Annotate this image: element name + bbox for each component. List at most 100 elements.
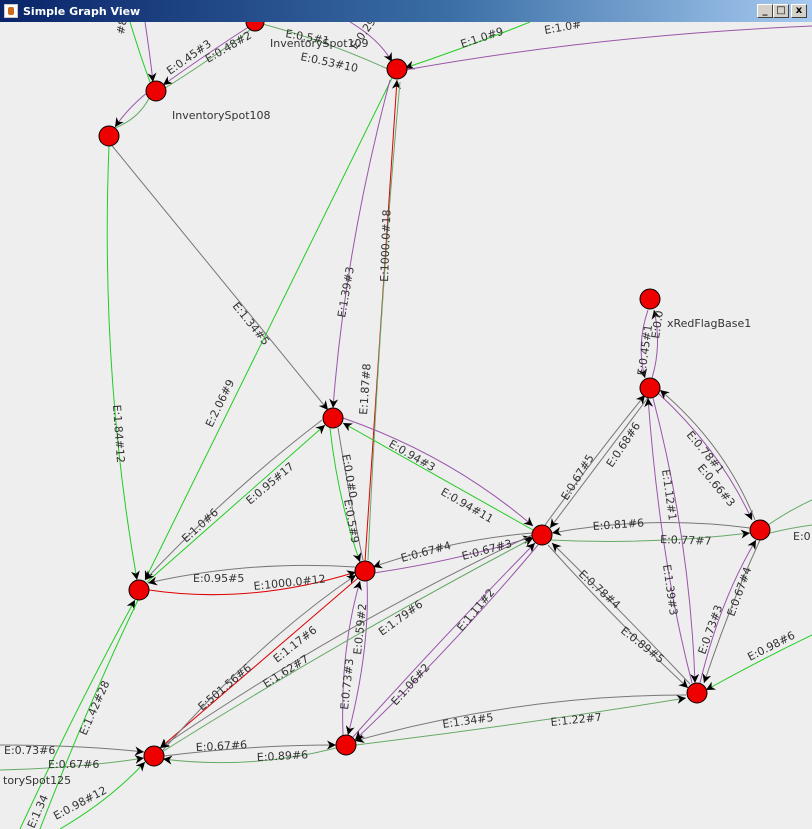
graph-node[interactable] <box>639 288 661 310</box>
graph-edge <box>108 141 329 411</box>
edge-label: E:0.0#0 <box>339 453 360 499</box>
node-label-red-flag-base: xRedFlagBase1 <box>667 317 751 330</box>
java-cup-icon <box>4 4 18 18</box>
graph-edge <box>161 537 534 753</box>
graph-node[interactable] <box>145 80 167 102</box>
graph-edge <box>0 754 145 771</box>
graph-edge <box>657 392 753 521</box>
edge-label: E:0.77#7 <box>660 533 712 548</box>
edge-label: E:0.89#5 <box>618 624 666 666</box>
graph-edge <box>106 144 140 581</box>
graph-edge <box>651 309 661 379</box>
graph-edge <box>159 577 359 749</box>
graph-node[interactable] <box>98 125 120 147</box>
graph-edge <box>372 532 533 569</box>
edge-label: E:0.67#6 <box>195 738 247 754</box>
graph-node[interactable] <box>531 524 553 546</box>
edge-label: E:1.87#8 <box>357 363 374 415</box>
edge-label: E:0.67#3 <box>460 537 513 563</box>
edge-label: E:0.94#11 <box>439 485 496 525</box>
edge-label: E:0.78#4 <box>576 568 623 612</box>
edge-label: E:0.67#6 <box>48 758 99 771</box>
edge-label: E:1.06#2 <box>389 661 433 708</box>
close-button[interactable]: x <box>791 4 807 18</box>
edge-label: #8 <box>114 22 130 36</box>
graph-node[interactable] <box>128 579 150 601</box>
graph-node[interactable] <box>686 682 708 704</box>
title-bar[interactable]: Simple Graph View _ □ x <box>0 0 812 22</box>
graph-edge <box>544 394 646 526</box>
graph-edge <box>162 574 357 751</box>
edge-label: E:1.12#1 <box>659 469 679 522</box>
graph-edge <box>345 580 368 736</box>
edge-label: E:1.0#9 <box>459 25 505 51</box>
maximize-button[interactable]: □ <box>773 4 789 18</box>
graph-node[interactable] <box>354 560 376 582</box>
graph-edge <box>162 25 251 86</box>
edge-label: E:1.0# <box>543 22 582 37</box>
edge-label: E:1000.0#12 <box>253 572 326 592</box>
node-label-inventory-109: InventorySpot109 <box>270 37 369 50</box>
graph-node[interactable] <box>749 519 771 541</box>
edge-label: E:1.84#12 <box>110 404 127 463</box>
edge-label: E:0.53#10 <box>299 50 359 75</box>
graph-edge <box>355 695 687 746</box>
edge-label: E:1.0#6 <box>179 506 221 545</box>
graph-node[interactable] <box>245 12 265 32</box>
edge-label: E:0.95#17 <box>244 460 297 507</box>
graph-edge <box>373 535 533 574</box>
graph-edge <box>0 744 145 756</box>
edge-label: E:0.5#9 <box>341 498 362 544</box>
graph-edge <box>144 77 393 581</box>
minimize-button[interactable]: _ <box>757 4 773 18</box>
node-label-inventory-108: InventorySpot108 <box>172 109 271 122</box>
graph-edge <box>329 79 391 409</box>
graph-edge <box>148 570 357 596</box>
graph-edge <box>144 419 323 581</box>
graph-edge <box>702 539 761 684</box>
graph-edge <box>352 542 536 738</box>
edge-label: E:0.0 <box>649 310 666 340</box>
graph-edge <box>404 21 531 70</box>
graph-edge <box>699 539 757 684</box>
graph-edge <box>549 529 751 542</box>
edge-label: E:1000.0#18 <box>378 209 394 282</box>
graph-node[interactable] <box>143 745 165 767</box>
graph-edge <box>549 394 651 529</box>
graph-edge <box>652 397 700 684</box>
graph-node[interactable] <box>322 407 344 429</box>
graph-edge <box>705 634 812 691</box>
edge-label: E:1.42#28 <box>77 679 113 738</box>
edge-label: E:0.89#6 <box>256 748 308 764</box>
graph-node[interactable] <box>639 377 661 399</box>
edge-label: E:0 <box>793 530 811 543</box>
edge-label: E:0.68#6 <box>604 420 644 470</box>
graph-edge <box>342 417 534 527</box>
edge-label: E:0.67#5 <box>559 452 597 502</box>
graph-node[interactable] <box>386 58 408 80</box>
edge-label: E:1.11#2 <box>454 586 497 634</box>
edge-label: E:0.73#6 <box>4 744 55 757</box>
graph-edge <box>19 599 136 829</box>
edge-label: E:0.73#3 <box>338 658 356 710</box>
graph-edge <box>767 499 812 526</box>
graph-svg[interactable]: InventorySpot109 InventorySpot108 xRedFl… <box>0 8 812 829</box>
graph-canvas[interactable]: InventorySpot109 InventorySpot108 xRedFl… <box>0 8 812 829</box>
edge-label: E:0.67#4 <box>399 539 452 565</box>
graph-edge <box>769 524 812 534</box>
graph-edge <box>114 91 149 128</box>
graph-node[interactable] <box>335 734 357 756</box>
graph-edge <box>39 599 139 829</box>
graph-edge <box>114 95 151 129</box>
edge-label: E:0.59#2 <box>351 603 369 655</box>
edge-label: E:1.39#3 <box>335 266 357 319</box>
graph-edge <box>404 25 812 71</box>
graph-edge <box>354 694 687 743</box>
graph-edge <box>129 21 151 83</box>
graph-edge <box>354 544 539 741</box>
graph-edge <box>342 580 362 736</box>
graph-edge <box>161 29 251 91</box>
graph-edge <box>329 427 362 563</box>
graph-edge <box>162 747 337 765</box>
